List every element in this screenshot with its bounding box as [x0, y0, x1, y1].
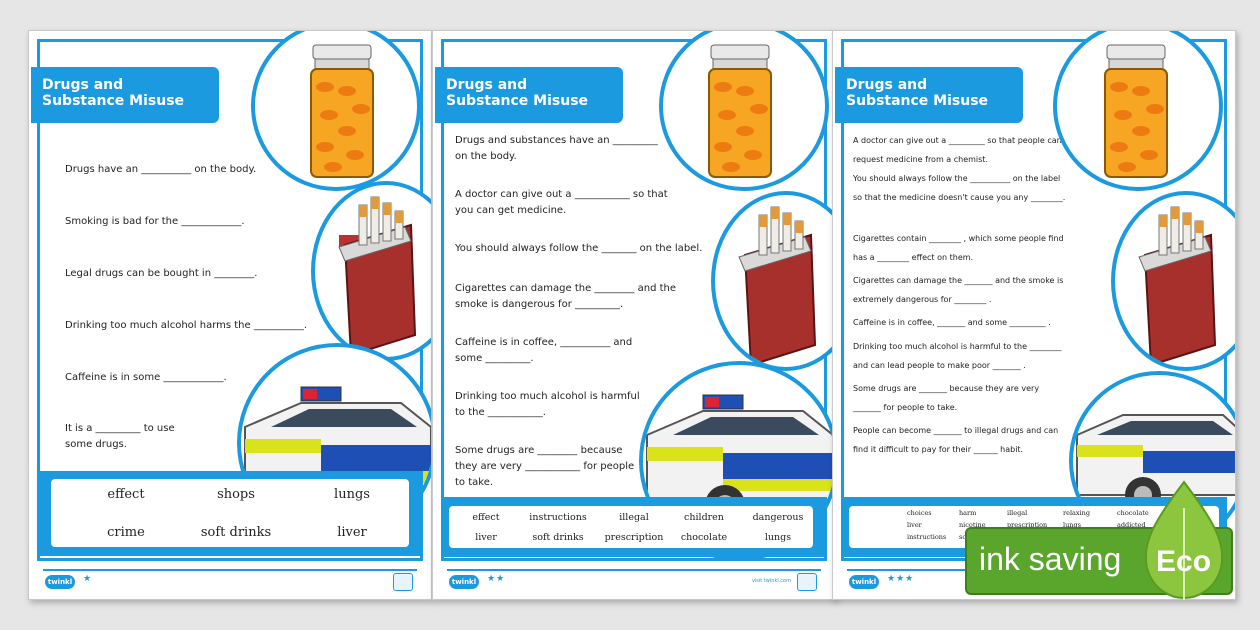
question-6: It is a _________ to use some drugs. — [65, 423, 175, 450]
pill-bottle-illustration — [1053, 31, 1223, 191]
word-bank-item: effect — [472, 512, 500, 523]
title-line-1: Drugs and — [42, 77, 124, 93]
worksheet-3-star: Drugs and Substance Misuse A doctor can … — [832, 30, 1236, 600]
question-8: People can become _______ to illegal dru… — [853, 426, 1059, 454]
police-text: POLICE — [371, 452, 432, 471]
pill-bottle-icon — [310, 44, 374, 178]
word-bank-item: lungs — [764, 532, 792, 543]
cigarette-pack-illustration — [1111, 191, 1235, 371]
word-bank-item: illegal — [1007, 509, 1028, 517]
word-bank-item: dangerous — [752, 512, 804, 523]
police-text: POLICE — [773, 460, 835, 479]
site-link[interactable]: visit twinkl.com — [751, 578, 791, 584]
title-line-2: Substance Misuse — [446, 93, 589, 109]
word-bank-item: chocolate — [1117, 509, 1149, 517]
worksheet-title: Drugs and Substance Misuse — [835, 67, 1023, 123]
word-bank-item: so — [959, 533, 967, 541]
question-3: Legal drugs can be bought in ________. — [65, 268, 258, 279]
question-5: Caffeine is in some ____________. — [65, 372, 227, 383]
question-2: You should always follow the __________ … — [853, 174, 1066, 202]
eco-leaf-icon — [1144, 480, 1224, 600]
word-bank-item: liver — [475, 532, 497, 543]
twinkl-logo: twinkl — [45, 575, 75, 589]
word-bank-item: relaxing — [1063, 509, 1090, 517]
word-bank-item: shops — [217, 487, 255, 502]
title-line-2: Substance Misuse — [846, 93, 989, 109]
pill-bottle-illustration — [251, 31, 421, 191]
worksheet-2-star: Drugs and Substance Misuse Drugs and sub… — [432, 30, 836, 600]
cigarettes-icon — [738, 206, 817, 367]
word-bank-item: instructions — [529, 512, 587, 523]
word-bank-item: prescription — [604, 532, 664, 543]
word-bank-item: choices — [907, 509, 932, 517]
cigarettes-icon — [338, 196, 417, 357]
difficulty-stars: ★★ — [487, 574, 506, 584]
difficulty-stars: ★★★ — [887, 574, 915, 584]
difficulty-stars: ★ — [83, 574, 93, 584]
word-bank-item: chocolate — [680, 532, 728, 543]
cigarette-pack-illustration — [311, 181, 431, 361]
word-bank-item: soft drinks — [200, 525, 272, 540]
cigarette-pack-illustration — [711, 191, 835, 371]
word-bank-item: harm — [959, 509, 977, 517]
pill-bottle-icon — [708, 44, 772, 178]
word-bank-item: soft drinks — [532, 532, 584, 543]
question-7: Some drugs are _______ because they are … — [853, 384, 1040, 412]
question-4: Drinking too much alcohol harms the ____… — [65, 320, 308, 331]
question-4: Cigarettes can damage the ________ and t… — [455, 283, 677, 310]
question-6: Drinking too much alcohol is harmful to … — [455, 391, 640, 418]
question-3: Cigarettes contain ________ , which some… — [853, 234, 1064, 262]
word-bank-item: illegal — [619, 512, 649, 523]
pill-bottle-icon — [1104, 44, 1168, 178]
word-bank-item: lungs — [1063, 521, 1081, 529]
word-bank-item: children — [684, 512, 724, 523]
word-bank-item: liver — [907, 521, 922, 529]
twinkl-logo: twinkl — [849, 575, 879, 589]
worksheet-1-star: Drugs and Substance Misuse Drugs have an… — [28, 30, 432, 600]
word-bank-item: crime — [107, 525, 145, 540]
question-2: Smoking is bad for the ____________. — [65, 216, 245, 227]
footer-divider — [43, 569, 417, 571]
word-bank-item: effect — [107, 487, 145, 502]
question-1: Drugs and substances have an _________ o… — [455, 135, 658, 162]
footer-divider — [447, 569, 821, 571]
question-2: A doctor can give out a ___________ so t… — [455, 189, 668, 216]
question-5: Caffeine is in coffee, _______ and some … — [853, 318, 1051, 327]
word-bank-item: lungs — [334, 487, 370, 502]
word-bank-item: liver — [337, 525, 367, 540]
word-bank-item: prescription — [1007, 521, 1048, 529]
word-bank-item: instructions — [907, 533, 947, 541]
footer: twinkl ★★ visit twinkl.com — [433, 561, 835, 599]
worksheet-title: Drugs and Substance Misuse — [31, 67, 219, 123]
cigarettes-icon — [1138, 206, 1217, 367]
word-bank-item: addicted — [1117, 521, 1146, 529]
question-4: Cigarettes can damage the _______ and th… — [853, 276, 1064, 304]
quality-badge-icon — [797, 573, 817, 591]
title-line-1: Drugs and — [446, 77, 528, 93]
title-line-1: Drugs and — [846, 77, 928, 93]
ink-saving-text: ink saving — [979, 541, 1122, 577]
title-line-2: Substance Misuse — [42, 93, 185, 109]
question-6: Drinking too much alcohol is harmful to … — [853, 342, 1062, 370]
eco-label: Eco — [1156, 545, 1212, 578]
footer: twinkl ★ — [29, 561, 431, 599]
worksheet-title: Drugs and Substance Misuse — [435, 67, 623, 123]
twinkl-logo: twinkl — [449, 575, 479, 589]
question-7: Some drugs are ________ because they are… — [455, 445, 635, 488]
question-1: Drugs have an __________ on the body. — [65, 164, 257, 175]
question-1: A doctor can give out a _________ so tha… — [853, 136, 1062, 164]
question-3: You should always follow the _______ on … — [455, 243, 703, 254]
question-5: Caffeine is in coffee, __________ and so… — [455, 337, 633, 364]
word-bank: effect instructions illegal children dan… — [447, 504, 815, 550]
pill-bottle-illustration — [659, 31, 829, 191]
quality-badge-icon — [393, 573, 413, 591]
word-bank: effect shops lungs crime soft drinks liv… — [49, 477, 411, 549]
word-bank-item: nicotine — [959, 521, 986, 529]
